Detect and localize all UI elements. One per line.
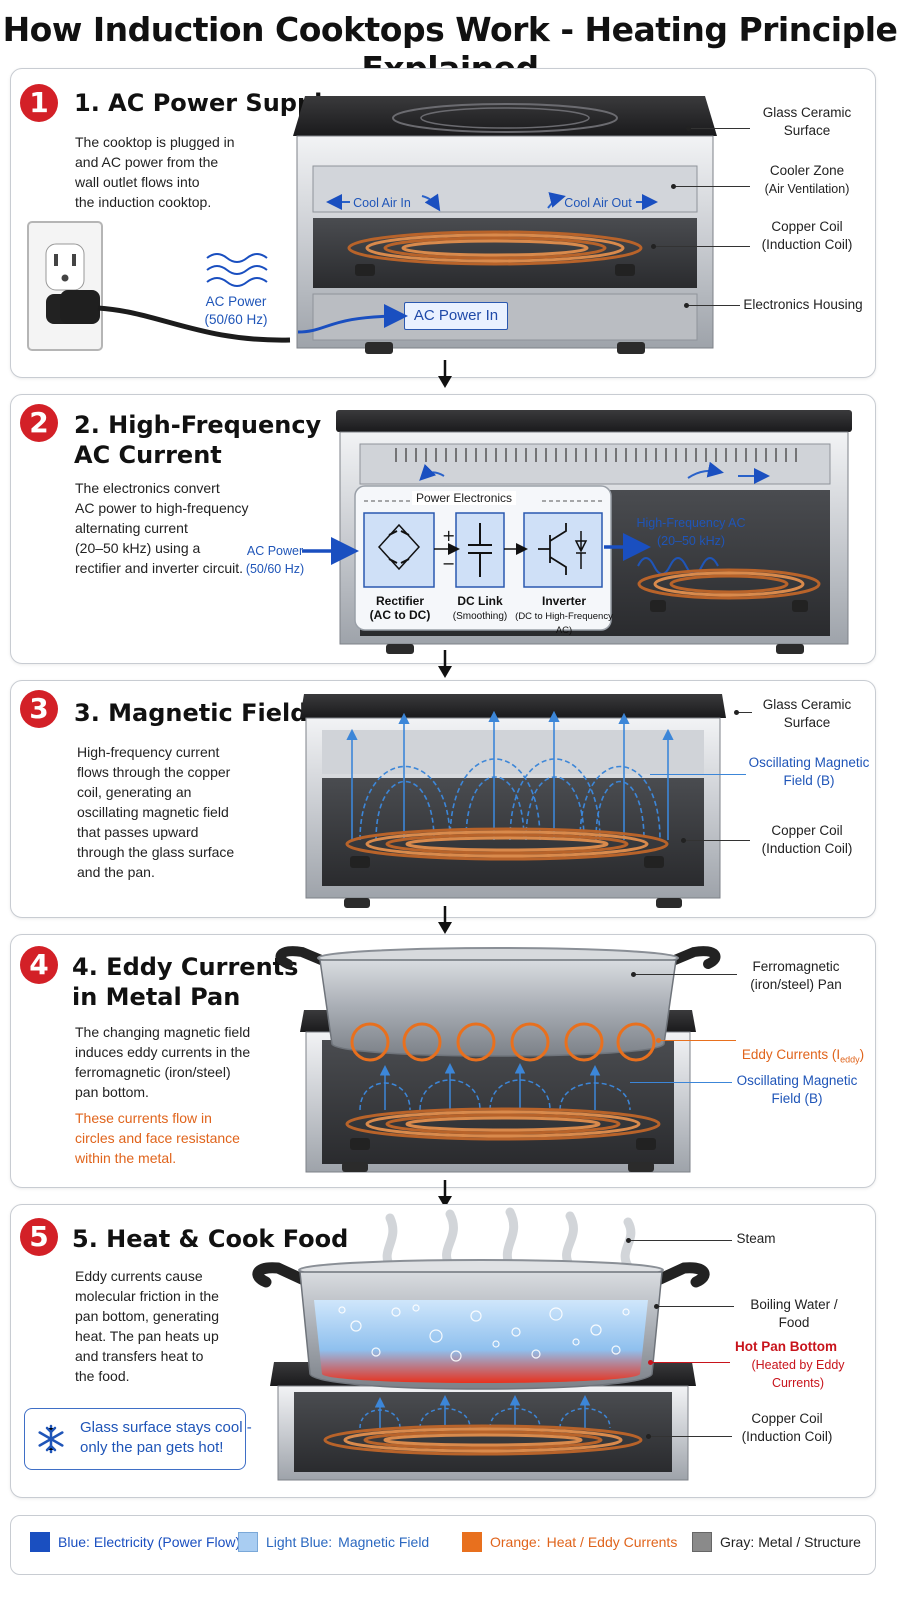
step-4-text-orange: These currents flow in circles and face … — [75, 1110, 240, 1166]
air-flow-arrows-2 — [419, 461, 770, 484]
step-4-field-label: Oscillating Magnetic Field (B) — [736, 1073, 858, 1106]
step-4-title: 4. Eddy Currents in Metal Pan — [72, 953, 299, 1011]
legend-item-light-blue: Light Blue: Magnetic Field — [238, 1532, 429, 1552]
step-4-text: The changing magnetic field induces eddy… — [75, 1024, 251, 1100]
power-cord — [60, 290, 291, 343]
copper-coil-2 — [637, 557, 821, 612]
copper-coil-3 — [345, 827, 669, 868]
step-5-text: Eddy currents cause molecular friction i… — [75, 1268, 219, 1384]
step-arrow-2 — [438, 650, 452, 678]
legend-item-orange: Orange: Heat / Eddy Currents — [462, 1532, 677, 1552]
air-flow-arrows — [326, 192, 658, 212]
ac-wave-icon — [206, 253, 268, 287]
legend-item-blue: Blue: Electricity (Power Flow) — [30, 1532, 240, 1552]
step-5-hot-bottom-label: Hot Pan Bottom — [735, 1339, 837, 1354]
cooktop-1-illustration — [293, 96, 717, 354]
step-1-coil-label: Copper Coil (Induction Coil) — [761, 219, 853, 252]
magnetic-field-lines-4 — [359, 1063, 631, 1111]
step-5-steam-label: Steam — [736, 1231, 776, 1246]
cool-air-in-label: Cool Air In — [353, 196, 411, 210]
step-4-badge: 4 — [20, 946, 58, 984]
magnetic-field-lines-3 — [346, 710, 674, 841]
step-3-glass-label: Glass Ceramic Surface — [762, 697, 852, 730]
step-3-field-label: Oscillating Magnetic Field (B) — [748, 755, 870, 788]
step-4-eddy-label: Eddy Currents (Ieddy) — [738, 1028, 868, 1069]
legend-item-gray: Gray: Metal / Structure — [692, 1532, 861, 1552]
eddy-label-close: ) — [859, 1047, 865, 1062]
copper-coil-5 — [323, 1424, 643, 1456]
cool-surface-note — [24, 1408, 246, 1470]
step-1-badge: 1 — [20, 84, 58, 122]
hf-ac-label: High-Frequency AC (20–50 kHz) — [636, 516, 746, 548]
step-3-title: 3. Magnetic Field — [74, 699, 308, 727]
dc-link-sub-label: (Smoothing) — [452, 611, 508, 622]
rectifier-label: Rectifier (AC to DC) — [369, 594, 431, 622]
color-legend — [10, 1515, 876, 1575]
cool-air-out-label: Cool Air Out — [564, 196, 632, 210]
step-3-text: High-frequency current flows through the… — [77, 744, 235, 880]
legend-key-blue: Blue: — [58, 1534, 90, 1550]
legend-swatch-gray — [692, 1532, 712, 1552]
step-1-cooler-label: Cooler Zone — [769, 163, 845, 178]
magnetic-field-lines-5 — [359, 1395, 611, 1429]
step-5-water-label: Boiling Water / Food — [750, 1297, 838, 1330]
step-5-coil-label: Copper Coil (Induction Coil) — [741, 1411, 833, 1444]
copper-coil-4 — [345, 1107, 661, 1150]
svg-text:+: + — [442, 526, 455, 545]
step-5-title: 5. Heat & Cook Food — [72, 1225, 349, 1253]
steel-pot-5 — [252, 1259, 710, 1390]
power-electronics-label: Power Electronics — [412, 491, 517, 505]
inverter-label: Inverter — [541, 594, 587, 608]
step-3-badge: 3 — [20, 690, 58, 728]
legend-text-light-blue: Magnetic Field — [338, 1534, 430, 1550]
snowflake-icon — [38, 1424, 64, 1454]
eddy-current-loops — [350, 1022, 656, 1062]
step-5-hot-bottom-sub-label: (Heated by Eddy Currents) — [751, 1358, 845, 1390]
step-1-cooler-sub-label: (Air Ventilation) — [764, 182, 850, 196]
legend-text-gray: Metal / Structure — [758, 1534, 861, 1550]
step-5-badge: 5 — [20, 1218, 58, 1256]
legend-swatch-blue — [30, 1532, 50, 1552]
step-2-ac-power-label: AC Power (50/60 Hz) — [245, 544, 305, 576]
step-2-title: 2. High-Frequency AC Current — [74, 411, 322, 469]
step-2-badge: 2 — [20, 404, 58, 442]
legend-text-orange: Heat / Eddy Currents — [546, 1534, 678, 1550]
step-1-housing-label: Electronics Housing — [743, 297, 863, 312]
eddy-label-sub: eddy — [840, 1054, 860, 1065]
step-arrow-1 — [438, 360, 452, 388]
power-electronics-box: + − — [354, 485, 612, 631]
step-1-text: The cooktop is plugged in and AC power f… — [75, 134, 235, 210]
step-1-glass-label: Glass Ceramic Surface — [762, 105, 852, 138]
step-1-ac-power-label: AC Power (50/60 Hz) — [204, 294, 268, 327]
legend-text-blue: Electricity (Power Flow) — [93, 1534, 241, 1550]
hf-output-arrow — [604, 533, 651, 561]
step-4-pan-label: Ferromagnetic (iron/steel) Pan — [750, 959, 842, 992]
step-arrow-4 — [438, 1180, 452, 1208]
legend-swatch-light-blue — [238, 1532, 258, 1552]
power-flow-arrow-2 — [302, 537, 359, 565]
dc-link-label: DC Link — [457, 594, 503, 608]
copper-coil-1 — [347, 230, 643, 276]
step-arrow-3 — [438, 906, 452, 934]
legend-key-orange: Orange: — [490, 1534, 541, 1550]
step-3-coil-label: Copper Coil (Induction Coil) — [761, 823, 853, 856]
legend-key-light-blue: Light Blue: — [266, 1534, 333, 1550]
svg-text:−: − — [442, 554, 455, 573]
legend-key-gray: Gray: — [720, 1534, 755, 1550]
eddy-label-main: Eddy Currents (I — [741, 1047, 841, 1062]
cool-surface-note-text: Glass surface stays cool - only the pan … — [80, 1419, 252, 1456]
power-flow-arrow-1 — [297, 304, 408, 334]
ac-power-in-box: AC Power In — [404, 302, 508, 330]
steel-pan-4 — [275, 946, 721, 1057]
legend-swatch-orange — [462, 1532, 482, 1552]
step-2-text: The electronics convert AC power to high… — [75, 480, 249, 576]
inverter-sub-label: (DC to High-Frequency AC) — [515, 611, 613, 636]
